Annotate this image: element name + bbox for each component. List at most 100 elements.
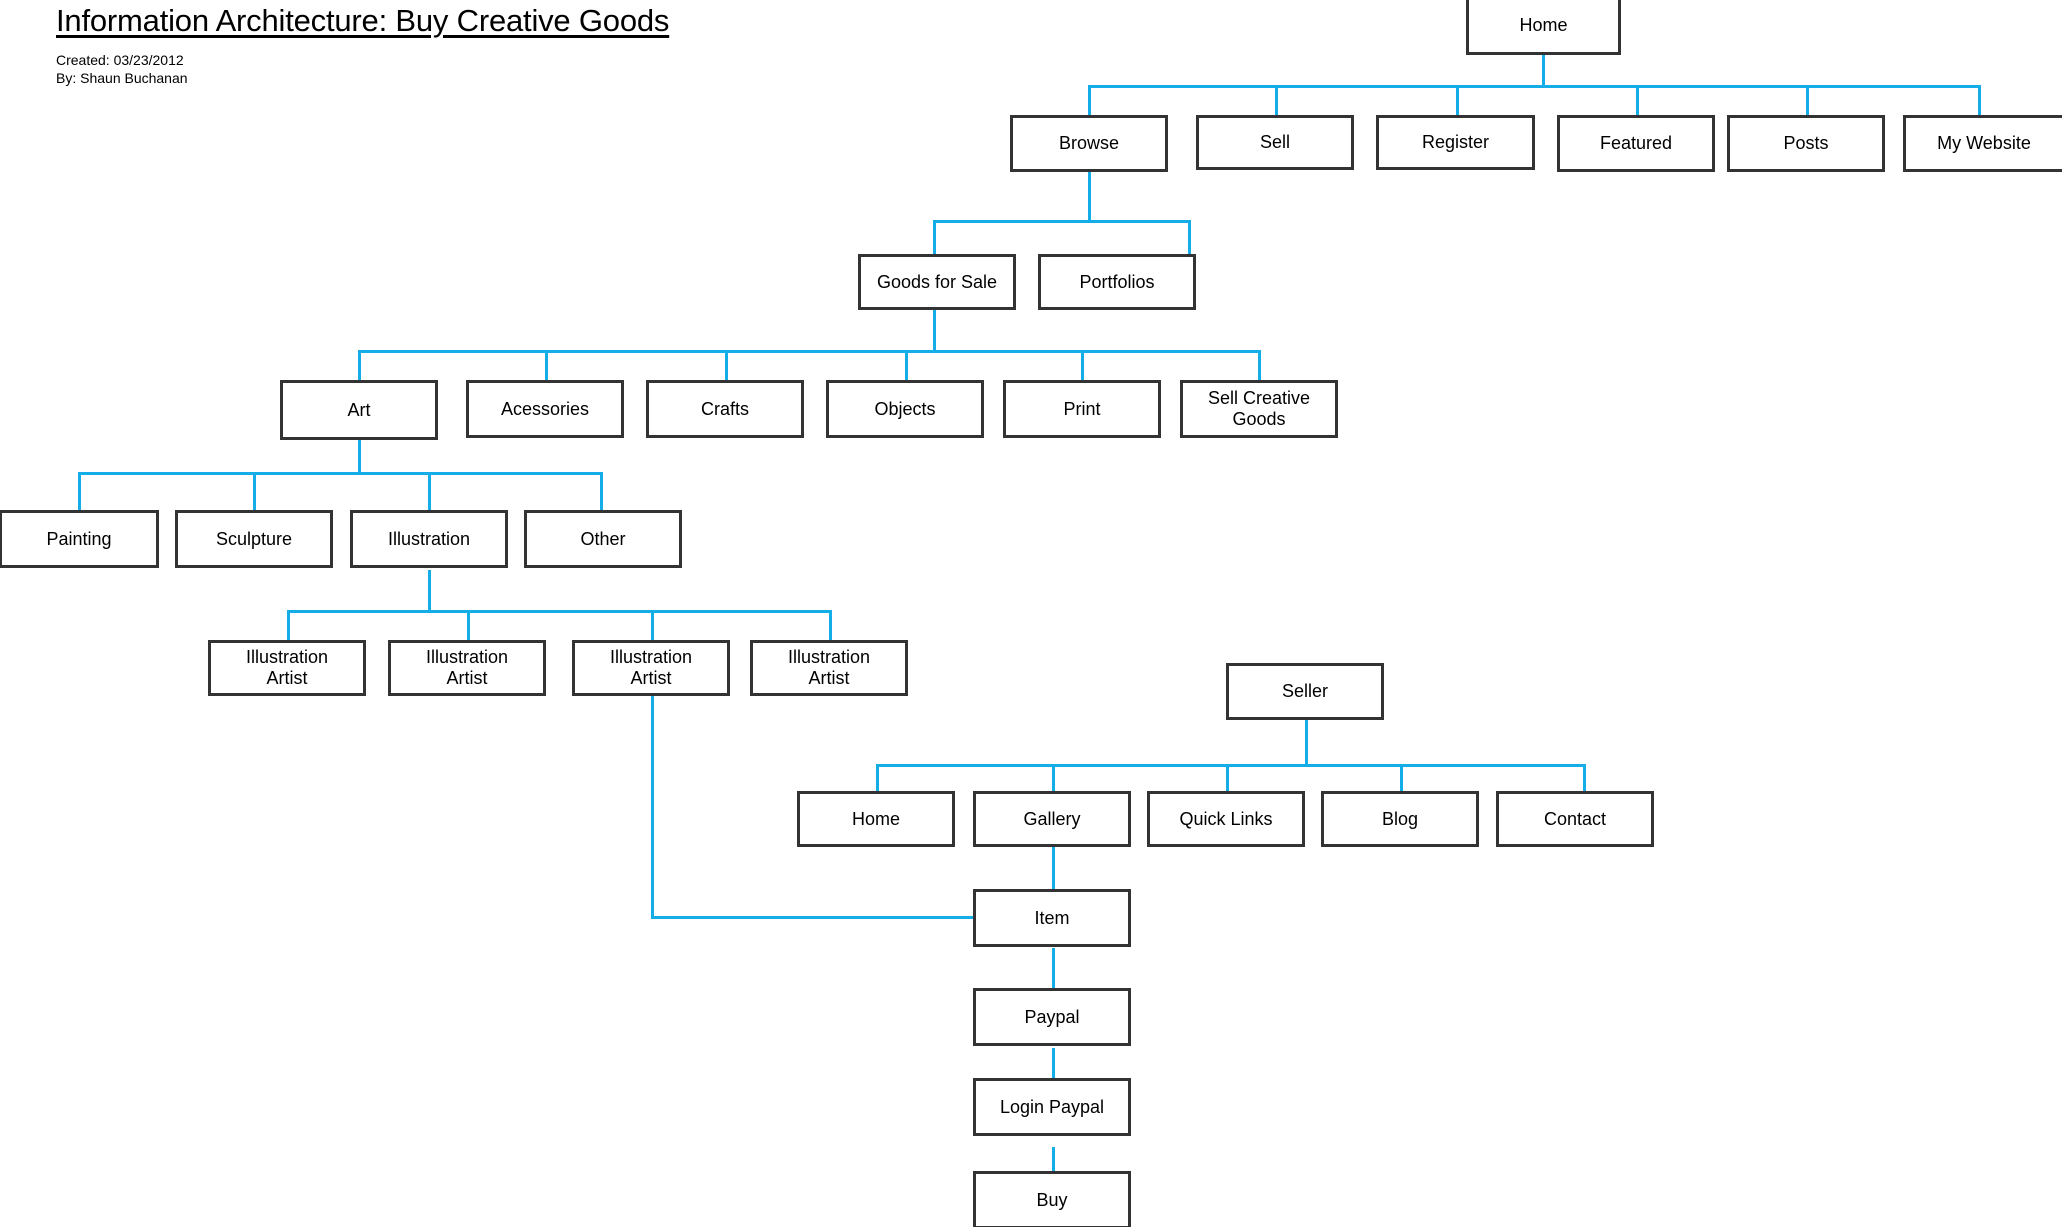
- node-my-website[interactable]: My Website: [1903, 115, 2062, 172]
- connector-drop-sculpture: [253, 472, 256, 510]
- connector-drop-artist-2: [467, 610, 470, 640]
- connector-seller-stem: [1305, 720, 1308, 764]
- node-sculpture-label: Sculpture: [215, 528, 293, 549]
- node-sculpture[interactable]: Sculpture: [175, 510, 333, 568]
- node-illustration-artist-3-label: Illustration Artist: [609, 647, 693, 688]
- node-register-label: Register: [1421, 132, 1490, 152]
- node-painting-label: Painting: [46, 528, 112, 549]
- connector-drop-featured: [1636, 85, 1639, 115]
- node-seller-home[interactable]: Home: [797, 791, 955, 847]
- node-item-label: Item: [1034, 907, 1070, 928]
- connector-drop-register: [1456, 85, 1459, 115]
- node-home[interactable]: Home: [1466, 0, 1621, 55]
- node-crafts[interactable]: Crafts: [646, 380, 804, 438]
- node-item[interactable]: Item: [973, 889, 1131, 947]
- connector-artists-bus: [287, 610, 832, 613]
- connector-login-paypal-to-buy: [1052, 1147, 1055, 1182]
- connector-drop-artist-4: [829, 610, 832, 640]
- connector-illustration-stem: [428, 570, 431, 610]
- node-art-label: Art: [347, 399, 371, 420]
- connector-categories-bus: [358, 350, 1261, 353]
- node-sell[interactable]: Sell: [1196, 115, 1354, 170]
- connector-goods-for-sale-stem: [933, 310, 936, 350]
- node-contact-label: Contact: [1543, 808, 1607, 829]
- node-print-label: Print: [1063, 398, 1101, 419]
- connector-drop-acessories: [545, 350, 548, 380]
- connector-drop-browse: [1088, 85, 1091, 115]
- node-objects-label: Objects: [874, 398, 936, 419]
- connector-drop-artist-1: [287, 610, 290, 640]
- connector-drop-print: [1081, 350, 1084, 380]
- connector-drop-portfolios: [1188, 220, 1191, 254]
- node-illustration-artist-4[interactable]: Illustration Artist: [750, 640, 908, 696]
- connector-gallery-to-item: [1052, 845, 1055, 889]
- node-print[interactable]: Print: [1003, 380, 1161, 438]
- node-blog-label: Blog: [1381, 808, 1419, 829]
- node-portfolios-label: Portfolios: [1079, 271, 1155, 292]
- node-home-label: Home: [1519, 14, 1568, 35]
- node-illustration-artist-3[interactable]: Illustration Artist: [572, 640, 730, 696]
- node-crafts-label: Crafts: [700, 398, 749, 419]
- connector-drop-other: [600, 472, 603, 510]
- connector-drop-quick-links: [1226, 764, 1229, 792]
- node-contact[interactable]: Contact: [1496, 791, 1654, 847]
- connector-drop-my-website: [1978, 85, 1981, 115]
- node-register[interactable]: Register: [1376, 115, 1535, 170]
- node-art[interactable]: Art: [280, 380, 438, 440]
- node-buy[interactable]: Buy: [973, 1171, 1131, 1227]
- node-illustration-artist-4-label: Illustration Artist: [787, 647, 871, 688]
- node-buy-label: Buy: [1036, 1189, 1068, 1210]
- node-illustration-artist-1-label: Illustration Artist: [245, 647, 329, 688]
- node-other-label: Other: [580, 528, 626, 549]
- connector-paypal-to-login-paypal: [1052, 1048, 1055, 1088]
- connector-art-stem: [358, 440, 361, 472]
- node-other[interactable]: Other: [524, 510, 682, 568]
- node-featured[interactable]: Featured: [1557, 115, 1715, 172]
- node-illustration-artist-2[interactable]: Illustration Artist: [388, 640, 546, 696]
- node-acessories[interactable]: Acessories: [466, 380, 624, 438]
- node-paypal[interactable]: Paypal: [973, 988, 1131, 1046]
- node-illustration-artist-2-label: Illustration Artist: [425, 647, 509, 688]
- node-login-paypal-label: Login Paypal: [999, 1096, 1105, 1117]
- node-sell-creative-goods[interactable]: Sell Creative Goods: [1180, 380, 1338, 438]
- node-featured-label: Featured: [1599, 133, 1673, 153]
- node-sell-creative-goods-label: Sell Creative Goods: [1207, 388, 1311, 429]
- connector-drop-illustration: [428, 472, 431, 510]
- node-goods-for-sale-label: Goods for Sale: [876, 271, 998, 292]
- node-login-paypal[interactable]: Login Paypal: [973, 1078, 1131, 1136]
- node-posts[interactable]: Posts: [1727, 115, 1885, 172]
- node-illustration-label: Illustration: [387, 528, 471, 549]
- connector-drop-goods-for-sale: [933, 220, 936, 254]
- node-illustration-artist-1[interactable]: Illustration Artist: [208, 640, 366, 696]
- connector-drop-gallery: [1052, 764, 1055, 792]
- node-painting[interactable]: Painting: [0, 510, 159, 568]
- author-label: By: Shaun Buchanan: [56, 70, 188, 86]
- node-seller[interactable]: Seller: [1226, 663, 1384, 720]
- connector-drop-objects: [905, 350, 908, 380]
- node-gallery-label: Gallery: [1023, 808, 1081, 829]
- connector-drop-crafts: [725, 350, 728, 380]
- connector-art-children-bus: [78, 472, 603, 475]
- node-goods-for-sale[interactable]: Goods for Sale: [858, 254, 1016, 310]
- node-gallery[interactable]: Gallery: [973, 791, 1131, 847]
- connector-drop-contact: [1583, 764, 1586, 792]
- node-browse[interactable]: Browse: [1010, 115, 1168, 172]
- created-date-label: Created: 03/23/2012: [56, 52, 184, 68]
- node-seller-label: Seller: [1281, 681, 1329, 701]
- node-paypal-label: Paypal: [1024, 1006, 1080, 1027]
- connector-level1-bus: [1088, 85, 1981, 88]
- connector-drop-artist-3: [651, 610, 654, 640]
- node-acessories-label: Acessories: [500, 398, 590, 419]
- title-block: Information Architecture: Buy Creative G…: [56, 0, 956, 87]
- node-browse-label: Browse: [1058, 133, 1120, 153]
- node-illustration[interactable]: Illustration: [350, 510, 508, 568]
- node-posts-label: Posts: [1783, 133, 1829, 153]
- node-objects[interactable]: Objects: [826, 380, 984, 438]
- connector-seller-children-bus: [876, 764, 1585, 767]
- page-title: Information Architecture: Buy Creative G…: [56, 3, 670, 38]
- connector-drop-seller-home: [876, 764, 879, 792]
- node-quick-links[interactable]: Quick Links: [1147, 791, 1305, 847]
- node-blog[interactable]: Blog: [1321, 791, 1479, 847]
- node-portfolios[interactable]: Portfolios: [1038, 254, 1196, 310]
- connector-artist3-to-item-horizontal: [651, 916, 974, 919]
